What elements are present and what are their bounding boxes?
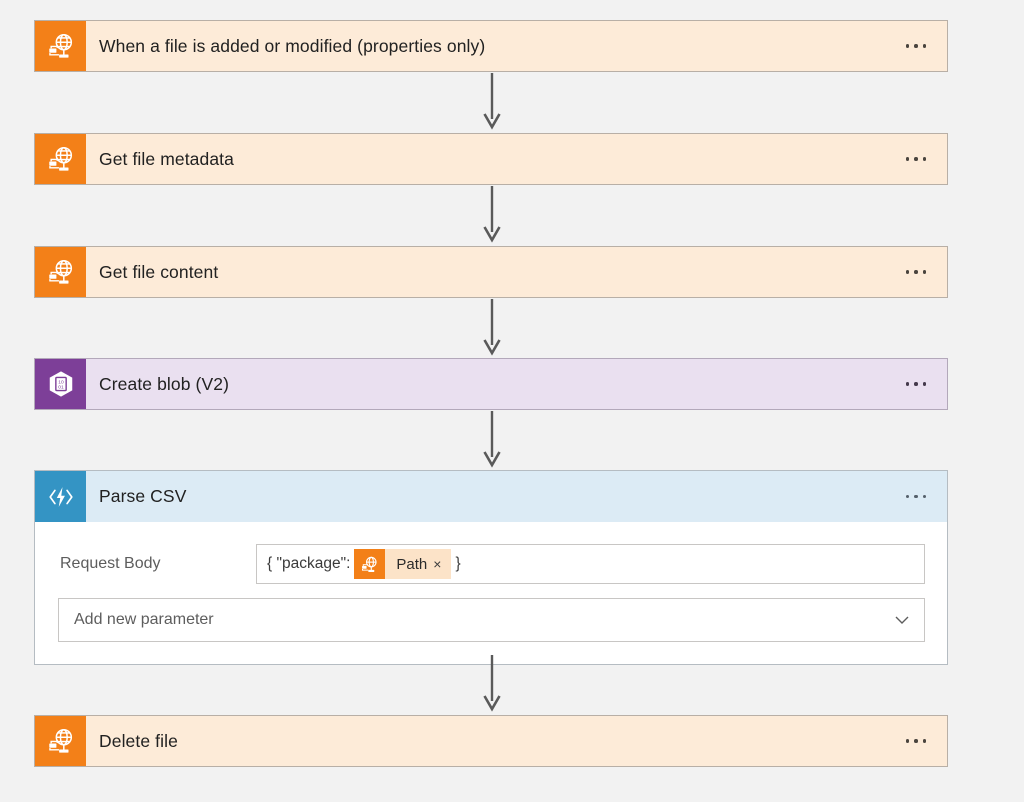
token-remove-icon[interactable]: × (433, 556, 442, 572)
node-overflow-menu-button[interactable] (885, 247, 947, 297)
dot (922, 382, 927, 386)
json-suffix: } (455, 555, 461, 572)
dot (922, 270, 927, 274)
flow-node-trigger-sharepoint-file-added[interactable]: When a file is added or modified (proper… (34, 20, 948, 72)
node-overflow-menu-button[interactable] (885, 134, 947, 184)
node-title: Delete file (99, 730, 178, 751)
parameter-row-request-body: Request Body { "package": (58, 544, 925, 584)
node-header[interactable]: Get file metadata (34, 133, 948, 185)
dot (922, 157, 927, 161)
dot (905, 157, 910, 161)
sharepoint-globe-icon (35, 21, 86, 71)
sharepoint-globe-icon (35, 247, 86, 297)
node-title: Get file metadata (99, 148, 234, 169)
dot (922, 494, 927, 499)
blob-hexagon-icon: 10 01 (35, 359, 86, 409)
add-new-parameter-dropdown[interactable]: Add new parameter (58, 598, 925, 642)
node-title: When a file is added or modified (proper… (99, 35, 486, 56)
dot (922, 739, 927, 743)
node-header[interactable]: 10 01 Create blob (V2) (34, 358, 948, 410)
node-overflow-menu-button[interactable] (885, 471, 947, 522)
dot (905, 382, 910, 386)
flow-node-get-file-content[interactable]: Get file content (34, 246, 948, 298)
dot (905, 494, 910, 499)
dot (905, 739, 910, 743)
node-overflow-menu-button[interactable] (885, 21, 947, 71)
flow-node-delete-file[interactable]: Delete file (34, 715, 948, 767)
dot (914, 739, 918, 743)
connector-arrow (483, 655, 501, 715)
json-prefix: { "package": (267, 555, 351, 572)
dot (905, 270, 910, 274)
request-body-input[interactable]: { "package": (256, 544, 925, 584)
sharepoint-globe-icon (35, 134, 86, 184)
connector-arrow (483, 411, 501, 471)
dot (914, 382, 918, 386)
request-body-label: Request Body (60, 555, 161, 572)
add-new-parameter-label: Add new parameter (74, 611, 214, 628)
azure-function-bolt-icon (35, 471, 86, 522)
node-parameters-panel: Request Body { "package": (34, 522, 948, 665)
flow-node-parse-csv[interactable]: Parse CSV Request Body { "package": (34, 470, 948, 665)
svg-text:10: 10 (58, 379, 64, 385)
node-overflow-menu-button[interactable] (885, 359, 947, 409)
chevron-down-icon (894, 612, 910, 628)
sharepoint-globe-icon (354, 549, 386, 579)
token-label: Path (396, 555, 428, 573)
connector-arrow (483, 73, 501, 133)
dot (914, 270, 918, 274)
node-overflow-menu-button[interactable] (885, 716, 947, 766)
node-title: Get file content (99, 261, 219, 282)
dot (914, 157, 918, 161)
dot (914, 494, 918, 499)
connector-arrow (483, 186, 501, 246)
node-header[interactable]: When a file is added or modified (proper… (34, 20, 948, 72)
dot (905, 44, 910, 48)
sharepoint-globe-icon (35, 716, 86, 766)
flow-node-get-file-metadata[interactable]: Get file metadata (34, 133, 948, 185)
node-header[interactable]: Get file content (34, 246, 948, 298)
dot (914, 44, 918, 48)
dynamic-content-token-path[interactable]: Path × (354, 549, 452, 579)
svg-text:01: 01 (58, 385, 64, 391)
node-title: Create blob (V2) (99, 373, 229, 394)
flow-node-create-blob-v2[interactable]: 10 01 Create blob (V2) (34, 358, 948, 410)
connector-arrow (483, 299, 501, 359)
node-title: Parse CSV (99, 486, 187, 506)
dot (922, 44, 927, 48)
node-header[interactable]: Parse CSV (34, 470, 948, 522)
node-header[interactable]: Delete file (34, 715, 948, 767)
